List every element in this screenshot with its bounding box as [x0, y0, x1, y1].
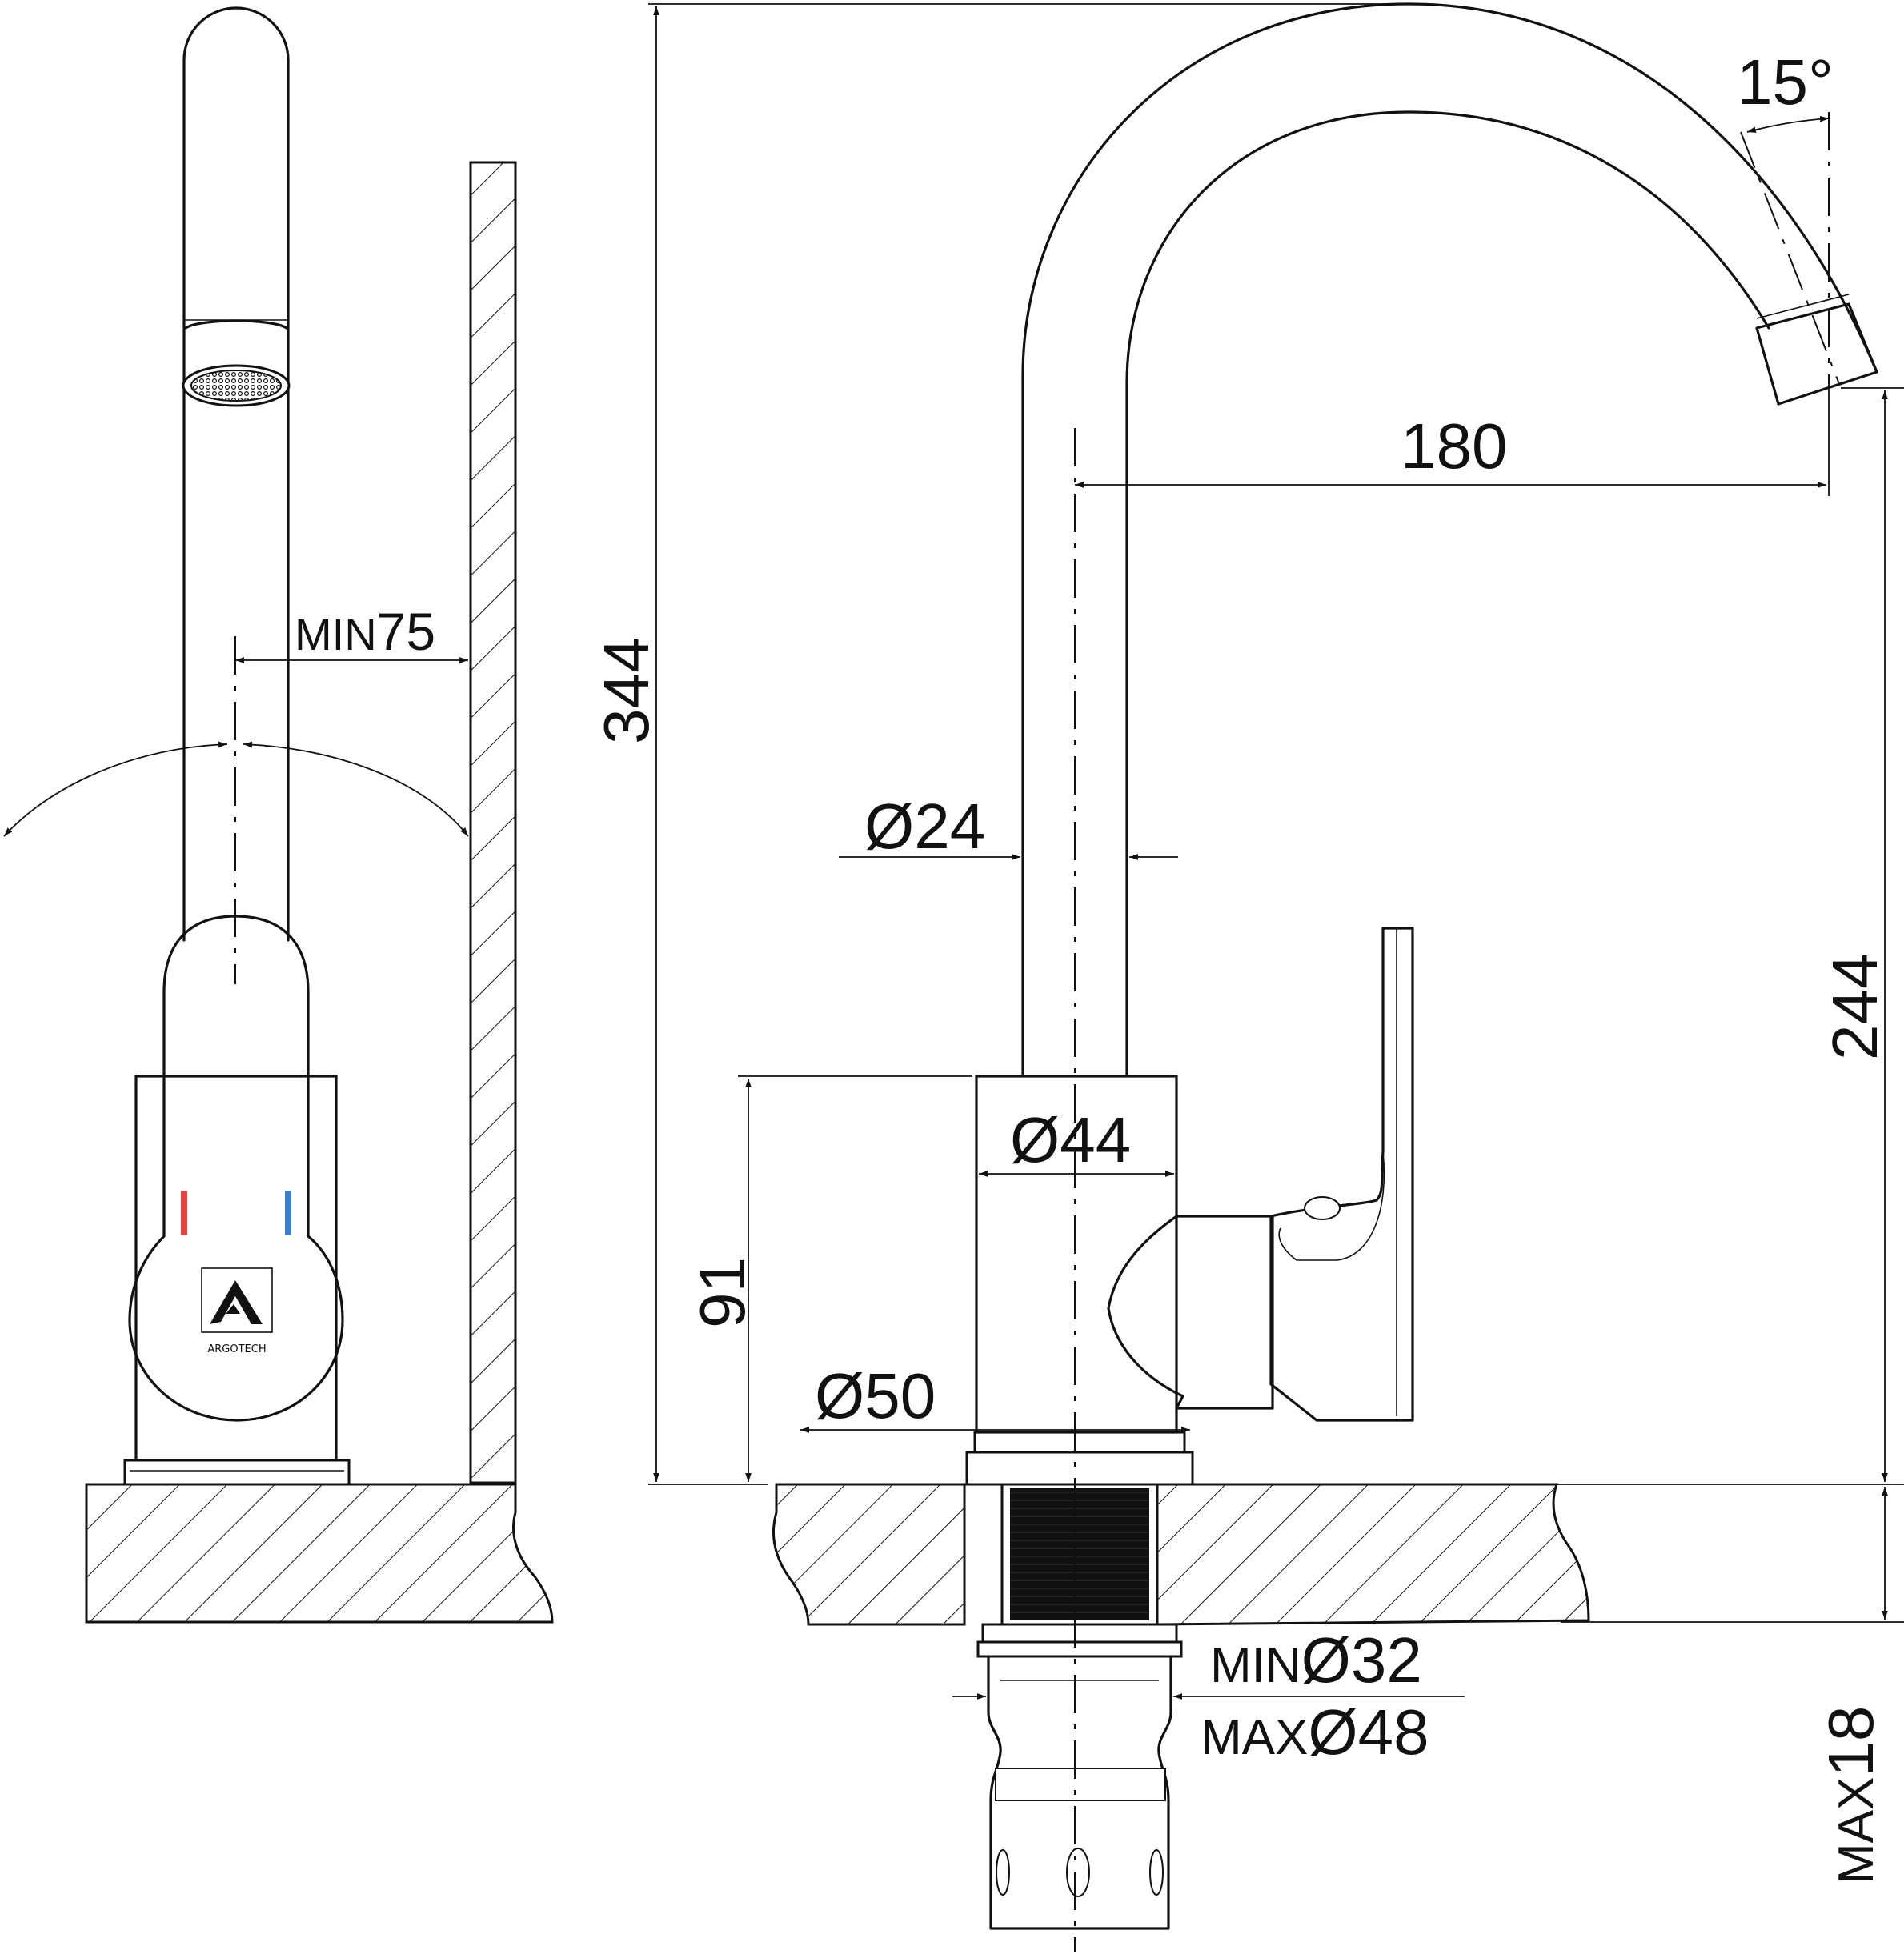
mounting-fastener	[976, 1623, 1183, 1930]
countertop-right	[772, 1483, 966, 1626]
max-label: MAX	[1829, 1777, 1884, 1884]
base-ring	[123, 1459, 351, 1486]
spout-gooseneck	[1021, 2, 1878, 1078]
hole-min-prefix: MIN	[1210, 1638, 1301, 1693]
cold-indicator	[285, 1191, 291, 1235]
angle-arc	[1746, 115, 1830, 133]
wall-section	[469, 161, 517, 1484]
svg-text:MIN75: MIN75	[295, 602, 435, 661]
svg-text:ARGOTECH: ARGOTECH	[207, 1343, 266, 1355]
base-diameter-label: Ø50	[815, 1360, 936, 1431]
spout-outlet	[1755, 302, 1878, 406]
min-label: MIN	[295, 609, 377, 659]
front-view: 344 180 15° Ø24 Ø44 91 Ø50 244 MAX18	[591, 2, 1904, 1952]
body-height-label: 91	[687, 1257, 758, 1328]
body-cylinder	[975, 1075, 1178, 1434]
hole-max-prefix: MAX	[1201, 1710, 1308, 1765]
brand-logo: ARGOTECH	[201, 1267, 273, 1355]
base-plate	[965, 1451, 1194, 1486]
min-wall-clearance-value: 75	[377, 602, 435, 661]
spout-angle-label: 15°	[1737, 46, 1834, 118]
hot-indicator	[181, 1191, 187, 1235]
outlet-height-label: 244	[1819, 954, 1890, 1060]
countertop-left	[85, 1483, 554, 1624]
svg-text:MINØ32: MINØ32	[1210, 1624, 1422, 1696]
spout-tube	[182, 6, 290, 942]
spout-reach-label: 180	[1401, 410, 1507, 482]
lever-handle-side	[1107, 927, 1414, 1422]
total-height-label: 344	[591, 638, 662, 744]
max-counter-thickness-value: 18	[1815, 1706, 1886, 1777]
rotation-arc	[3, 741, 228, 837]
side-view: ARGOTECH MIN75	[3, 6, 554, 1624]
svg-text:MAX18: MAX18	[1815, 1706, 1886, 1884]
hole-min-value: Ø32	[1301, 1624, 1422, 1696]
svg-text:MAXØ48: MAXØ48	[1201, 1696, 1429, 1768]
hole-max-value: Ø48	[1308, 1696, 1429, 1768]
body-diameter-label: Ø44	[1010, 1104, 1131, 1175]
spout-diameter-label: Ø24	[864, 791, 985, 862]
